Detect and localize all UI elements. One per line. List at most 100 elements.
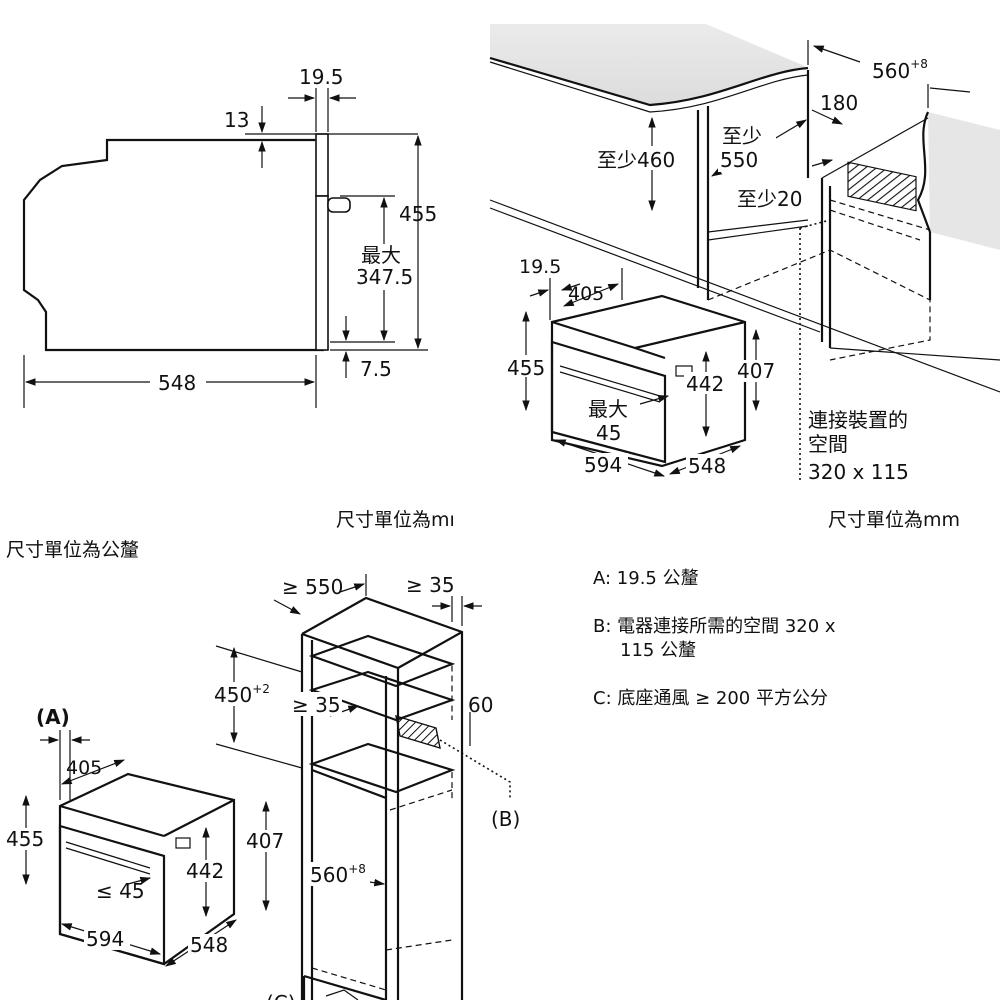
connection-label-line1: 連接裝置的 bbox=[808, 408, 908, 432]
dim-455-label: 455 bbox=[6, 827, 44, 851]
label-bg bbox=[506, 355, 548, 377]
door-handle bbox=[327, 197, 351, 213]
legend-c: C: 底座通風 ≥ 200 平方公分 bbox=[593, 688, 828, 709]
dim-arrow bbox=[929, 87, 971, 93]
dim-arrow bbox=[811, 109, 843, 125]
oven-shelf bbox=[308, 742, 456, 794]
max-label: 最大 bbox=[361, 243, 401, 267]
label-bg bbox=[290, 692, 342, 716]
dim-arrow bbox=[339, 583, 366, 593]
label-c: (C) bbox=[266, 991, 296, 1000]
dim-le45-label: ≤ 45 bbox=[96, 879, 145, 903]
side-unit-edge bbox=[916, 111, 932, 233]
dim-arrow bbox=[811, 159, 834, 167]
max-label: 最大 bbox=[588, 397, 628, 421]
front-panel-door bbox=[315, 195, 329, 351]
connection-label-line2: 空間 bbox=[808, 432, 848, 456]
dim-405-label: 405 bbox=[66, 757, 102, 779]
label-bg bbox=[308, 862, 370, 886]
built-in-oven-body bbox=[550, 294, 747, 468]
dim-560-label: 560+8 bbox=[872, 57, 928, 83]
side-panel-top bbox=[821, 117, 929, 179]
legend-a: A: 19.5 公釐 bbox=[593, 568, 699, 589]
dim-35-top-label: ≥ 35 bbox=[406, 573, 455, 597]
oven-front-edge bbox=[634, 346, 666, 360]
label-bg bbox=[736, 360, 782, 382]
dim-arrow bbox=[127, 876, 152, 885]
label-bg bbox=[718, 124, 776, 172]
cabinet-shelf bbox=[707, 219, 809, 233]
dim-550-label: ≥ 550 bbox=[282, 575, 343, 599]
unit-note: 尺寸單位為公釐 bbox=[6, 539, 139, 561]
dim-594-label: 594 bbox=[584, 453, 622, 477]
label-bg bbox=[212, 682, 272, 706]
cavity-dashed bbox=[367, 635, 453, 720]
dim-548-label: 548 bbox=[688, 454, 726, 478]
dim-arrow bbox=[273, 599, 301, 615]
label-bg bbox=[596, 146, 692, 170]
countertop-edge bbox=[489, 56, 809, 107]
floor-line-right bbox=[829, 347, 1000, 361]
cavity-dashed bbox=[389, 789, 453, 811]
unit-note: 尺寸單位為mı bbox=[336, 509, 455, 531]
label-bg bbox=[4, 828, 48, 850]
legend: A: 19.5 公釐 B: 電器連接所需的空間 320 x 115 公釐 C: … bbox=[593, 568, 836, 709]
dim-455-label: 455 bbox=[507, 356, 545, 380]
upper-shelf bbox=[308, 634, 456, 688]
dim-455-label: 455 bbox=[399, 202, 437, 226]
dim-arrow bbox=[529, 289, 550, 297]
cavity-dashed-top bbox=[829, 199, 931, 231]
legend-b-line2: 115 公釐 bbox=[620, 640, 696, 661]
oven-handle-lower bbox=[65, 847, 151, 875]
dim-35-mid-label: ≥ 35 bbox=[292, 693, 341, 717]
dim-560-value: 560 bbox=[872, 59, 910, 83]
unit-note: 尺寸單位為mm bbox=[828, 509, 960, 531]
dim-560-value: 560 bbox=[310, 863, 348, 887]
cavity-dashed bbox=[367, 743, 453, 800]
oven-top-right bbox=[163, 799, 235, 837]
installation-view-panel: 560+8 180 至少460 至少 550 至少20 19.5 405 455 bbox=[489, 24, 1000, 531]
dim-442-label: 442 bbox=[186, 859, 224, 883]
min-550-label-b: 550 bbox=[720, 148, 758, 172]
countertop-lower-edge bbox=[489, 61, 809, 113]
dim-450-tolerance: +2 bbox=[252, 682, 270, 696]
cabinet-top-front-edge bbox=[301, 632, 399, 670]
countertop-surface bbox=[490, 24, 808, 105]
max-347-5-label: 347.5 bbox=[356, 265, 413, 289]
front-panel-upper bbox=[315, 133, 329, 197]
dim-450-value: 450 bbox=[214, 683, 252, 707]
connection-space-hatch bbox=[847, 161, 917, 212]
dim-450-label: 450+2 bbox=[214, 682, 270, 707]
label-bg bbox=[244, 830, 288, 852]
ventilation-arrow bbox=[325, 989, 359, 1000]
dim-442-label: 442 bbox=[686, 372, 724, 396]
dim-19-5-label: 19.5 bbox=[519, 256, 561, 278]
dim-407-label: 407 bbox=[246, 829, 284, 853]
cabinet-shelf-front bbox=[707, 225, 809, 241]
tall-cabinet-panel: 尺寸單位為公釐 (B) ≥ 550 ≥ 35 450+2 bbox=[4, 539, 520, 1000]
connection-space-hatch bbox=[395, 714, 441, 750]
label-bg bbox=[84, 928, 130, 950]
oven-handle bbox=[559, 365, 661, 397]
dim-560-label: 560+8 bbox=[310, 862, 366, 887]
dim-180-label: 180 bbox=[820, 91, 858, 115]
dim-560-tolerance: +8 bbox=[348, 862, 366, 876]
dim-13-label: 13 bbox=[224, 108, 249, 132]
min-460-label: 至少460 bbox=[597, 148, 675, 172]
base-plinth bbox=[302, 974, 387, 1000]
oven-side-profile bbox=[22, 138, 325, 352]
connection-pointer-line bbox=[439, 739, 511, 800]
dim-405-line bbox=[60, 759, 126, 785]
label-bg bbox=[735, 184, 817, 210]
min-20-label: 至少20 bbox=[737, 187, 802, 211]
cabinet-top-right-edge bbox=[397, 631, 463, 669]
label-a: (A) bbox=[36, 705, 70, 729]
oven-front-top bbox=[551, 320, 636, 350]
dim-arrow bbox=[812, 45, 861, 63]
label-bg bbox=[686, 454, 732, 476]
dim-60-label: 60 bbox=[468, 693, 493, 717]
dim-ext-line bbox=[215, 743, 303, 769]
dim-7-5-label: 7.5 bbox=[360, 357, 392, 381]
